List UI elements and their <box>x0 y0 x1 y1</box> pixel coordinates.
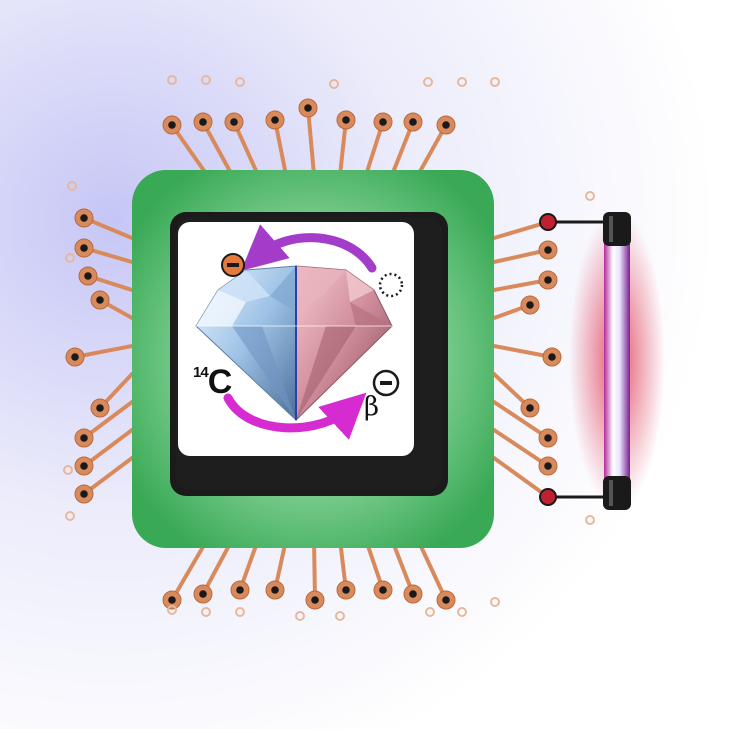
faded-via <box>65 511 75 521</box>
hole-transfer-arrow <box>241 224 377 273</box>
faded-via <box>201 607 211 617</box>
pad-hole <box>526 301 534 309</box>
faded-via <box>295 611 305 621</box>
contact-pads <box>63 75 595 621</box>
pad-hole <box>80 462 88 470</box>
electron-icon <box>221 253 245 277</box>
diamond-icon <box>195 265 393 422</box>
pad-hole <box>544 434 552 442</box>
pad-hole <box>379 118 387 126</box>
pad-hole <box>442 596 450 604</box>
pad-hole <box>80 244 88 252</box>
pad-hole <box>80 434 88 442</box>
light-tube-icon <box>603 212 631 510</box>
pad-hole <box>230 118 238 126</box>
pad-hole <box>96 404 104 412</box>
lamp-terminal-top <box>539 213 557 231</box>
faded-via <box>457 607 467 617</box>
pad-hole <box>199 118 207 126</box>
pad-hole <box>342 586 350 594</box>
pad-hole <box>544 246 552 254</box>
lamp-terminal-bottom <box>539 488 557 506</box>
isotope-mass: 14 <box>193 363 209 381</box>
pad-hole <box>526 404 534 412</box>
faded-via <box>425 607 435 617</box>
pad-hole <box>271 586 279 594</box>
carbon-14-label: 14C <box>193 363 233 402</box>
faded-via <box>63 465 73 475</box>
pad-hole <box>442 121 450 129</box>
pad-hole <box>199 590 207 598</box>
faded-via <box>67 181 77 191</box>
beta-emission-arrow <box>223 392 367 440</box>
pad-hole <box>409 118 417 126</box>
pad-hole <box>168 121 176 129</box>
pad-hole <box>271 116 279 124</box>
beta-charge-badge <box>372 369 400 397</box>
faded-via <box>329 79 339 89</box>
pad-hole <box>304 104 312 112</box>
faded-via <box>457 77 467 87</box>
pad-hole <box>379 586 387 594</box>
pad-hole <box>544 276 552 284</box>
pad-hole <box>548 353 556 361</box>
pad-hole <box>71 353 79 361</box>
faded-via <box>235 77 245 87</box>
pad-hole <box>80 214 88 222</box>
isotope-symbol: C <box>207 363 233 401</box>
faded-via <box>167 75 177 85</box>
pad-hole <box>544 462 552 470</box>
faded-via <box>490 77 500 87</box>
pad-hole <box>80 490 88 498</box>
beta-label: β <box>364 392 380 422</box>
pad-hole <box>342 116 350 124</box>
pad-hole <box>84 272 92 280</box>
faded-via <box>585 191 595 201</box>
faded-via <box>65 253 75 263</box>
faded-via <box>167 605 177 615</box>
pad-hole <box>409 590 417 598</box>
faded-via <box>423 77 433 87</box>
faded-via <box>335 611 345 621</box>
pad-hole <box>236 586 244 594</box>
faded-via <box>585 515 595 525</box>
faded-via <box>235 607 245 617</box>
hole-icon <box>378 272 404 298</box>
pad-hole <box>168 596 176 604</box>
pad-hole <box>311 596 319 604</box>
faded-via <box>490 597 500 607</box>
pad-hole <box>96 296 104 304</box>
faded-via <box>201 75 211 85</box>
lamp-wires <box>548 220 612 499</box>
